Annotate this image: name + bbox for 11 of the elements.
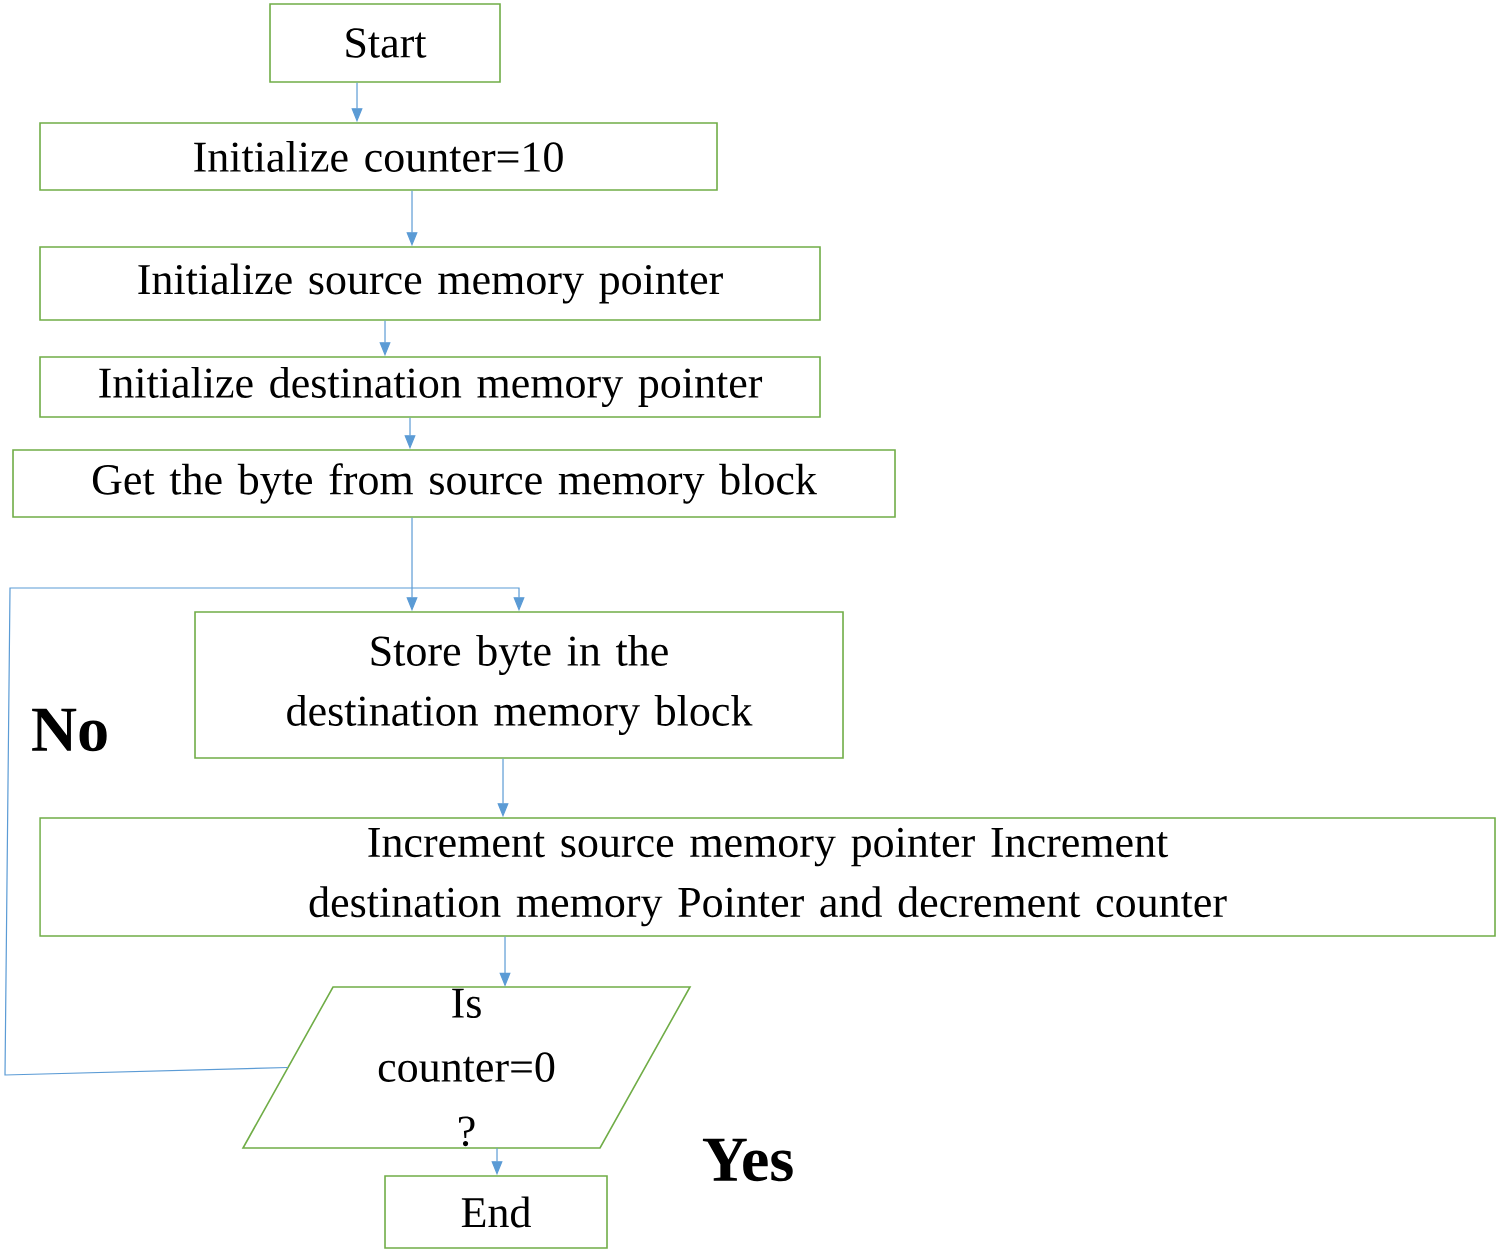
arrow	[4, 587, 525, 1076]
process-box: Initialize source memory pointer	[39, 246, 821, 321]
process-box: Increment source memory pointer Increment destination memory Pointer and decrement counter	[39, 817, 1496, 937]
terminal-box: Start	[269, 3, 501, 83]
process-box: Initialize counter=10	[39, 122, 718, 191]
edge-label: Yes	[699, 1136, 797, 1184]
terminal-box: End	[384, 1175, 608, 1249]
process-box: Store byte in the destination memory block	[194, 611, 844, 759]
edge-label: No	[28, 706, 112, 754]
process-box: Get the byte from source memory block	[12, 449, 896, 518]
process-box: Initialize destination memory pointer	[39, 356, 821, 418]
